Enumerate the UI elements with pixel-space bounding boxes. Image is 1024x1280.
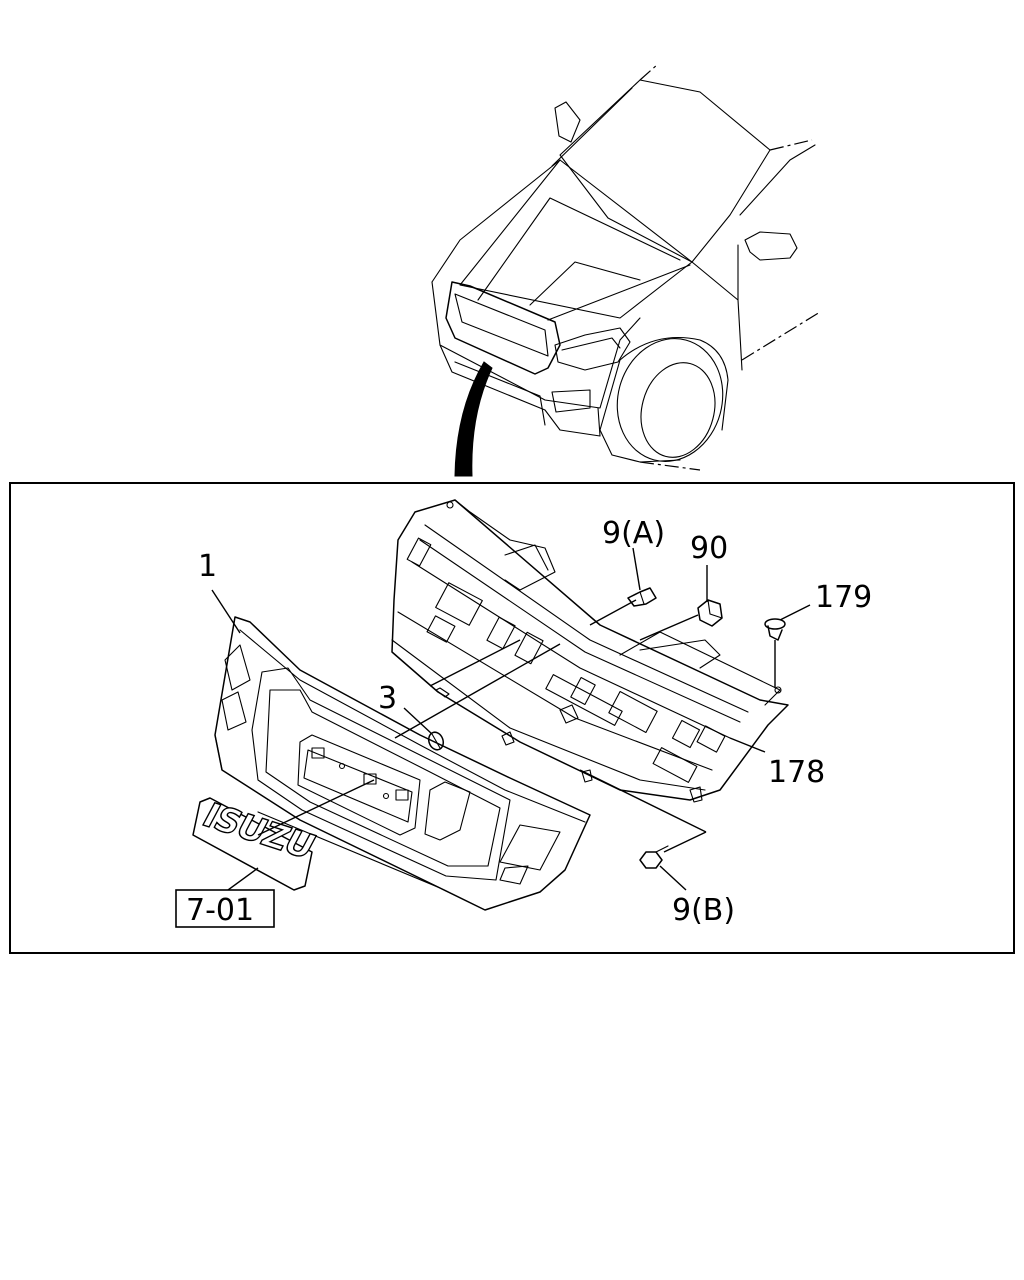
clip-3	[427, 687, 450, 751]
leader-lines	[211, 547, 811, 891]
callout-rivet: 179	[815, 580, 872, 615]
vehicle-overview	[431, 63, 821, 477]
nut-90	[697, 599, 723, 627]
front-grille-1	[214, 616, 591, 911]
callout-bracket: 178	[768, 755, 825, 790]
callout-nut: 90	[690, 531, 728, 566]
emblem-ref-box	[175, 889, 275, 928]
callout-bolt-b: 9(B)	[672, 893, 735, 928]
bolt-9b	[639, 845, 669, 869]
emblem-logo: ISUZU	[196, 796, 321, 866]
callout-grille: 1	[198, 549, 217, 584]
callout-bolt-a: 9(A)	[602, 516, 665, 551]
callout-emblem-ref: 7-01	[186, 893, 254, 928]
grille-bracket-178	[391, 499, 789, 803]
rivet-179	[764, 618, 786, 641]
bolt-9a	[627, 587, 657, 607]
callout-clip: 3	[378, 681, 397, 716]
detail-frame	[9, 482, 1015, 954]
